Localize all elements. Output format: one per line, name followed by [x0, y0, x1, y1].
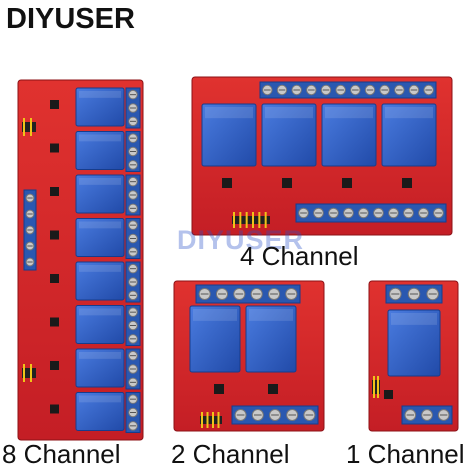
relay-component [201, 103, 257, 167]
caption-2-channel: 2 Channel [171, 439, 290, 469]
relay-component [75, 174, 125, 214]
header-pins [22, 118, 36, 136]
relay-component [75, 348, 125, 388]
caption-4-channel: 4 Channel [240, 241, 359, 271]
relay-component [75, 305, 125, 344]
screw-terminal [125, 174, 141, 216]
ic-chip [384, 390, 393, 399]
header-pins [232, 212, 270, 228]
screw-terminal [125, 131, 141, 172]
screw-terminal [125, 87, 141, 129]
watermark: DIYUSER [177, 225, 305, 255]
relay-component [189, 305, 241, 373]
screw-terminal [231, 405, 319, 425]
relay-component [381, 103, 437, 167]
ic-chip [222, 178, 232, 188]
screw-terminal [125, 305, 141, 346]
ic-chip [50, 100, 59, 109]
screw-terminal [385, 284, 443, 304]
brand-logo: DIYUSER [6, 2, 166, 36]
ic-chip [50, 404, 59, 414]
ic-chip [282, 178, 292, 188]
relay-component [245, 305, 297, 373]
relay-component [321, 103, 377, 167]
relay-board-4-channel [191, 76, 453, 236]
header-pins [22, 364, 36, 382]
brand-text: DIYUSER [6, 3, 135, 35]
relay-component [75, 261, 125, 301]
screw-terminal [195, 284, 301, 304]
screw-terminal [125, 348, 141, 390]
screw-terminal [125, 392, 141, 433]
screw-terminal [23, 189, 37, 271]
relay-component [387, 309, 441, 377]
header-pins [200, 412, 222, 428]
relay-component [75, 218, 125, 257]
header-pins [372, 376, 380, 398]
caption-1-channel: 1 Channel [346, 439, 465, 469]
screw-terminal [295, 203, 447, 223]
screw-terminal [125, 218, 141, 259]
relay-component [75, 131, 125, 170]
relay-board-1-channel [368, 280, 459, 432]
caption-8-channel: 8 Channel [2, 439, 121, 469]
ic-chip [50, 361, 59, 370]
relay-board-8-channel [17, 79, 144, 441]
ic-chip [342, 178, 352, 188]
relay-board-2-channel [173, 280, 325, 432]
screw-terminal [125, 261, 141, 303]
ic-chip [214, 384, 224, 394]
ic-chip [50, 187, 59, 196]
relay-component [261, 103, 317, 167]
ic-chip [268, 384, 278, 394]
ic-chip [50, 230, 59, 240]
ic-chip [50, 143, 59, 153]
ic-chip [402, 178, 412, 188]
relay-component [75, 392, 125, 431]
screw-terminal [401, 405, 453, 425]
relay-component [75, 87, 125, 127]
screw-terminal [259, 81, 437, 99]
ic-chip [50, 317, 59, 327]
ic-chip [50, 274, 59, 283]
